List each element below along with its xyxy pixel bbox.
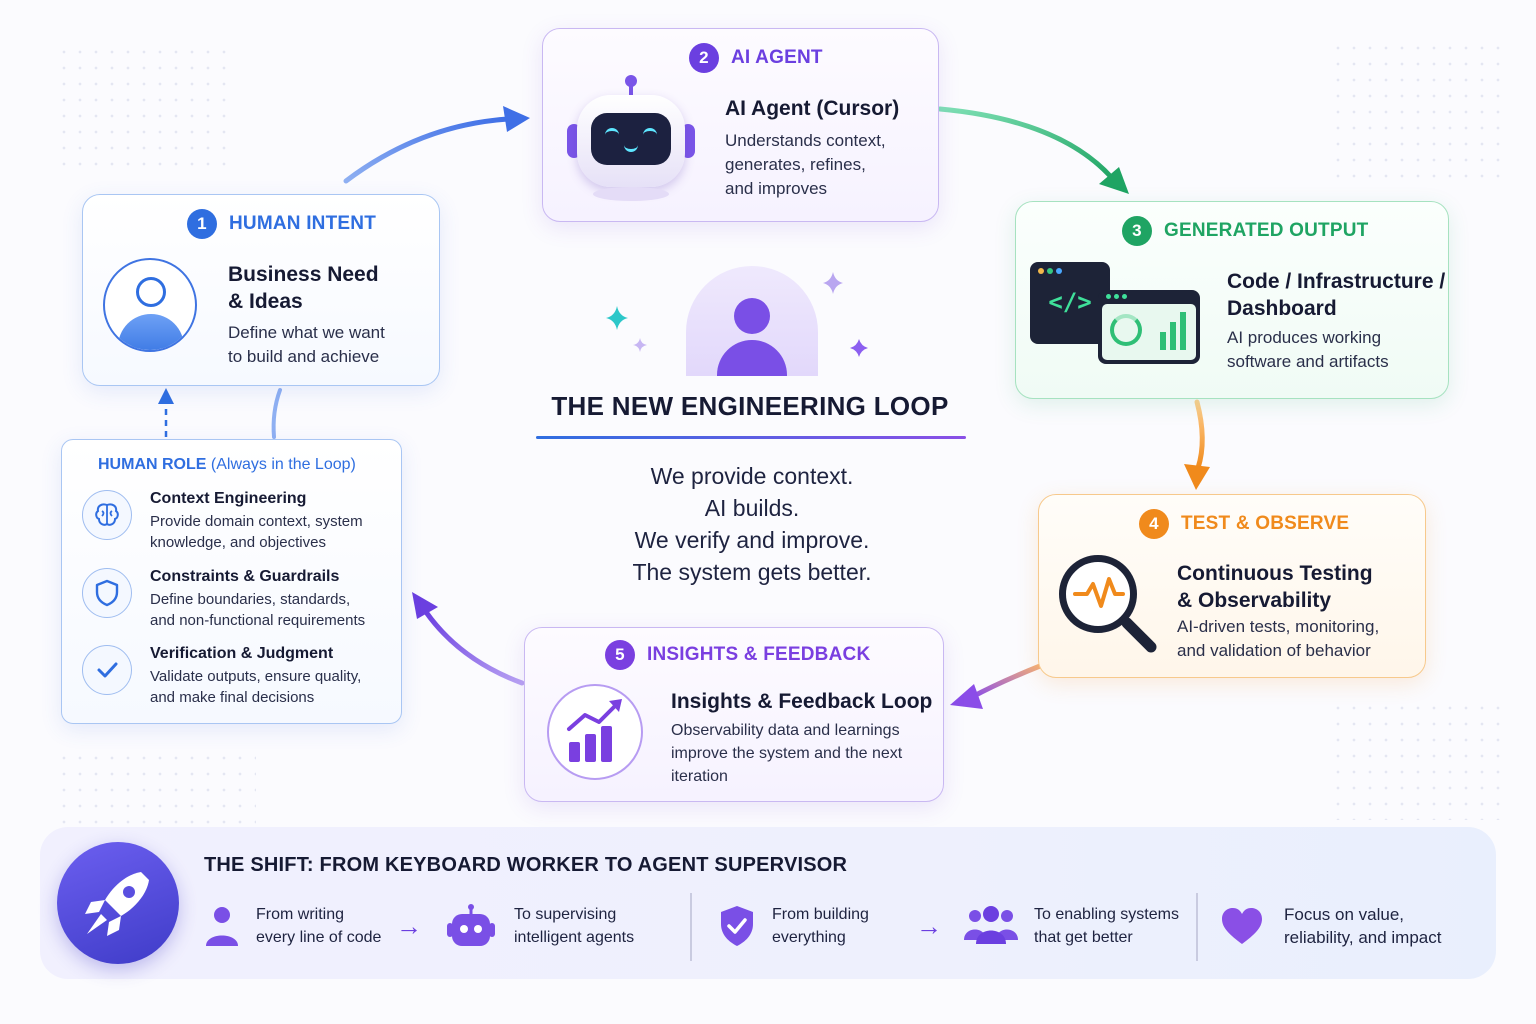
- brain-icon: [82, 490, 132, 540]
- arrowhead: [412, 592, 438, 619]
- divider: [1196, 893, 1198, 961]
- shift-title: THE SHIFT: FROM KEYBOARD WORKER TO AGENT…: [204, 854, 848, 876]
- shift-banner: THE SHIFT: FROM KEYBOARD WORKER TO AGENT…: [40, 827, 1496, 979]
- step-header: 2 AI AGENT: [689, 43, 823, 73]
- connector-line: [271, 388, 282, 439]
- step-label: GENERATED OUTPUT: [1164, 220, 1369, 241]
- step-description: Define what we want to build and achieve: [228, 323, 385, 366]
- step-number-badge: 3: [1122, 216, 1152, 246]
- step-description: Understands context, generates, refines,…: [725, 131, 886, 198]
- dot-pattern: [56, 750, 256, 830]
- arrow-right-icon: →: [396, 911, 422, 941]
- check-icon: [82, 645, 132, 695]
- step-number-badge: 5: [605, 640, 635, 670]
- dot-pattern: [56, 44, 236, 174]
- step-label: INSIGHTS & FEEDBACK: [647, 644, 871, 665]
- shield-icon: [82, 568, 132, 618]
- human-role-panel: HUMAN ROLE (Always in the Loop) Context …: [61, 439, 402, 724]
- step-header: 5 INSIGHTS & FEEDBACK: [605, 640, 870, 670]
- team-icon: [964, 906, 1018, 944]
- arrowhead: [950, 684, 983, 709]
- step-card-test-observe[interactable]: 4 TEST & OBSERVE Continuous Testing & Ob…: [1038, 494, 1426, 678]
- step-card-ai-agent[interactable]: 2 AI AGENT AI Agent (Cursor) Understands…: [542, 28, 939, 222]
- role-item-context-engineering: Context Engineering Provide domain conte…: [82, 490, 402, 553]
- person-icon: [206, 907, 238, 946]
- step-number-badge: 4: [1139, 509, 1169, 539]
- arrowhead: [158, 388, 174, 404]
- growth-chart-icon: [547, 684, 643, 780]
- step-title: Code / Infrastructure / Dashboard: [1227, 270, 1446, 320]
- code-window-icon: </>: [1030, 260, 1204, 370]
- step-header: 1 HUMAN INTENT: [187, 209, 376, 239]
- step-card-insights-feedback[interactable]: 5 INSIGHTS & FEEDBACK Insights & Feedbac…: [524, 627, 944, 802]
- arrow-2-to-3: [937, 106, 1115, 181]
- step-header: 3 GENERATED OUTPUT: [1122, 216, 1368, 246]
- step-title: Insights & Feedback Loop: [671, 690, 933, 713]
- step-title: Continuous Testing & Observability: [1177, 562, 1373, 612]
- step-label: HUMAN INTENT: [229, 213, 376, 234]
- center-title: THE NEW ENGINEERING LOOP: [551, 391, 949, 421]
- robot-icon: [563, 73, 699, 205]
- center-tagline: We provide context. AI builds. We verify…: [632, 463, 872, 585]
- arrowhead: [503, 106, 530, 132]
- robot-icon: [447, 904, 495, 946]
- step-title: AI Agent (Cursor): [725, 97, 900, 120]
- heart-icon: [1222, 908, 1262, 944]
- arrow-1-to-2: [343, 116, 511, 184]
- dot-pattern: [1330, 700, 1510, 820]
- step-label: AI AGENT: [731, 47, 823, 68]
- user-icon: [103, 258, 197, 352]
- arrow-5-to-role: [423, 609, 525, 686]
- dot-pattern: [1330, 40, 1510, 190]
- step-description: AI-driven tests, monitoring, and validat…: [1177, 617, 1380, 660]
- step-number-badge: 2: [689, 43, 719, 73]
- shield-check-icon: [721, 906, 753, 946]
- step-card-human-intent[interactable]: 1 HUMAN INTENT Business Need & Ideas Def…: [82, 194, 440, 386]
- magnifier-pulse-icon: [1055, 551, 1165, 661]
- step-description: Observability data and learnings improve…: [671, 722, 903, 785]
- step-title: Business Need & Ideas: [228, 263, 379, 313]
- human-role-title: HUMAN ROLE (Always in the Loop): [98, 456, 356, 473]
- role-item-constraints-guardrails: Constraints & Guardrails Define boundari…: [82, 568, 402, 631]
- shift-item-focus-value: Focus on value,reliability, and impact: [1220, 903, 1441, 949]
- step-card-generated-output[interactable]: 3 GENERATED OUTPUT </> Code / Infrastruc…: [1015, 201, 1449, 399]
- step-label: TEST & OBSERVE: [1181, 513, 1350, 534]
- step-header: 4 TEST & OBSERVE: [1139, 509, 1349, 539]
- step-description: AI produces working software and artifac…: [1227, 328, 1389, 371]
- arrowhead: [1099, 167, 1129, 194]
- center-title-underline: [536, 436, 966, 439]
- rocket-icon: [57, 842, 179, 964]
- role-item-verification-judgment: Verification & Judgment Validate outputs…: [82, 645, 402, 708]
- divider: [690, 893, 692, 961]
- center-avatar: [686, 266, 818, 376]
- arrowhead: [1184, 464, 1210, 490]
- arrow-3-to-4: [1194, 399, 1205, 471]
- step-number-badge: 1: [187, 209, 217, 239]
- arrow-right-icon: →: [916, 911, 942, 941]
